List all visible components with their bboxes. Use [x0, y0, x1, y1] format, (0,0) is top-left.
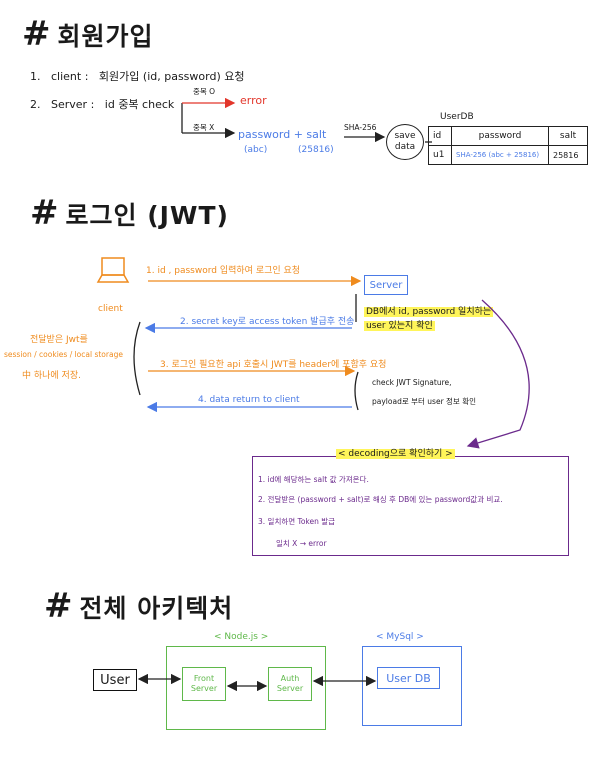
signup-step-1: 1. client : 회원가입 (id, password) 요청 [30, 70, 245, 83]
login-step-3: 3. 로그인 필요한 api 호출시 JWT를 header에 포함후 요청 [160, 360, 387, 370]
hash-icon: # [44, 586, 74, 626]
dup-no-label: 중복 X [193, 123, 215, 132]
server-check-2: user 있는지 확인 [364, 321, 435, 331]
table-row: u1 SHA-256 (abc + 25816) 25816 [428, 145, 588, 165]
abc-label: (abc) [244, 145, 268, 155]
server-verify-1: check JWT Signature, [372, 378, 452, 387]
login-step-2: 2. secret key로 access token 발급후 전송 [180, 317, 355, 327]
architecture-title: #전체 아키텍처 [44, 586, 234, 626]
login-title: #로그인 (JWT) [30, 193, 229, 233]
save-data-node: save data [386, 124, 424, 160]
sha-label: SHA-256 [344, 123, 377, 132]
server-check-1: DB에서 id, password 일치하는 [364, 307, 494, 317]
hash-icon: # [30, 193, 60, 233]
client-note-2: session / cookies / local storage [4, 350, 123, 359]
userdb-grid: id password salt u1 SHA-256 (abc + 25816… [428, 126, 588, 165]
signup-title: #회원가입 [22, 14, 154, 54]
user-node: User [93, 669, 137, 691]
mysql-label: < MySql > [376, 632, 424, 642]
signup-branch-lines [181, 97, 432, 143]
table-cell-salt: 25816 [548, 145, 588, 165]
signup-step-2: 2. Server : id 중복 check [30, 98, 175, 111]
password-salt-label: password + salt [238, 128, 327, 141]
userdb-title: UserDB [440, 112, 474, 122]
laptop-icon [96, 256, 130, 286]
error-label: error [240, 94, 267, 107]
front-server-node: Front Server [182, 667, 226, 701]
client-label: client [98, 304, 123, 314]
dup-yes-label: 중복 O [193, 87, 216, 96]
salt-value-label: (25816) [298, 145, 334, 155]
decoding-step-1: 1. id에 해당하는 salt 값 가져온다. [258, 475, 369, 484]
userdb-table: id password salt u1 SHA-256 (abc + 25816… [428, 126, 588, 165]
login-step-4: 4. data return to client [198, 395, 300, 405]
auth-server-node: Auth Server [268, 667, 312, 701]
hash-icon: # [22, 14, 52, 54]
decoding-title: < decoding으로 확인하기 > [336, 449, 455, 459]
server-verify-2: payload로 부터 user 정보 확인 [372, 397, 477, 406]
architecture-lines [137, 673, 377, 692]
server-node: Server [364, 275, 408, 295]
client-note-3: 中 하나에 저장. [22, 371, 81, 381]
client-note-1: 전달받은 Jwt를 [30, 335, 88, 345]
nodejs-label: < Node.js > [214, 632, 269, 642]
decoding-step-4: 일치 X → error [276, 539, 327, 548]
jwt-flow-lines [133, 275, 530, 449]
table-header-row: id password salt [428, 126, 588, 146]
decoding-step-2: 2. 전달받은 (password + salt)로 해싱 후 DB에 있는 p… [258, 495, 503, 504]
nodejs-container [166, 646, 326, 730]
decoding-step-3: 3. 일치하면 Token 발급 [258, 517, 336, 526]
user-db-node: User DB [377, 667, 440, 689]
login-step-1: 1. id , password 입력하여 로그인 요청 [146, 266, 301, 276]
